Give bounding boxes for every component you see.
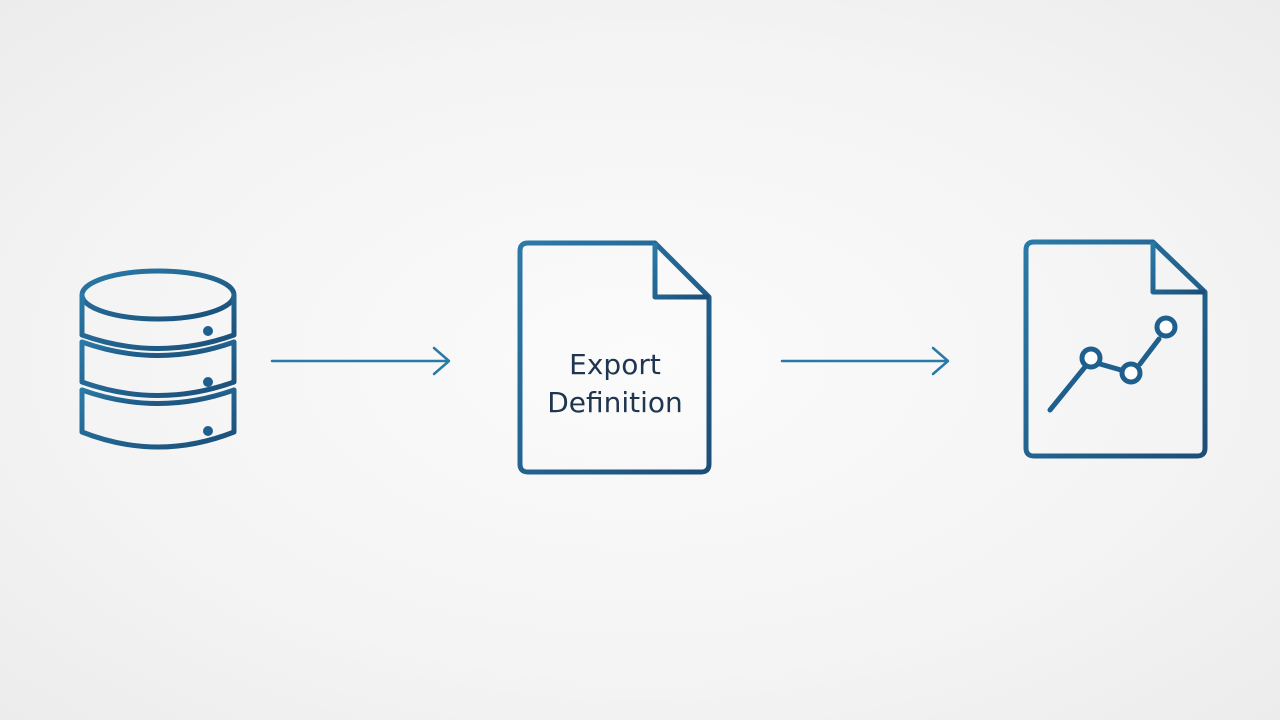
database-icon	[79, 268, 237, 450]
flow-arrow-2	[780, 346, 950, 376]
flow-arrow-1	[270, 346, 451, 376]
export-definition-label: Export Definition	[522, 346, 708, 422]
chart-document-icon	[1023, 239, 1208, 459]
doc-label-line-1: Export	[569, 348, 661, 381]
trend-line-icon	[1047, 315, 1178, 413]
doc-label-line-2: Definition	[547, 386, 683, 419]
document-icon	[517, 240, 712, 475]
